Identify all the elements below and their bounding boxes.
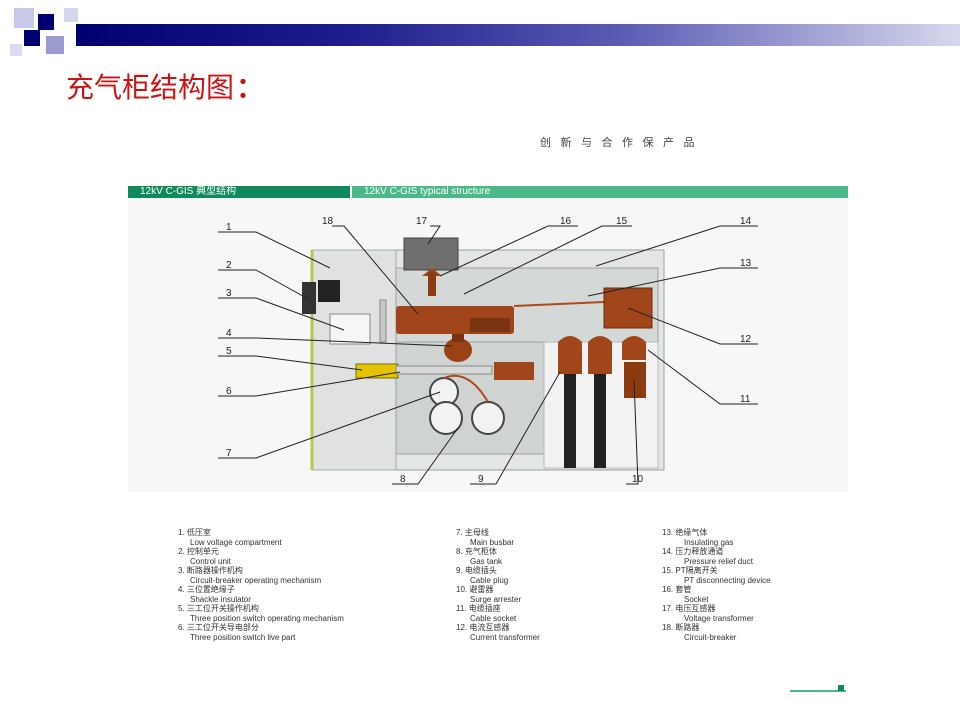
- header-square-pale-2: [10, 44, 22, 56]
- callout-15: 15: [616, 216, 628, 227]
- callout-10: 10: [632, 474, 644, 485]
- header-gradient-bar: [76, 24, 960, 46]
- callout-18: 18: [322, 216, 334, 227]
- header-square-dark-2: [24, 30, 40, 46]
- callout-1: 1: [226, 222, 232, 233]
- callout-17: 17: [416, 216, 428, 227]
- control-unit: [302, 282, 316, 314]
- insulator-cap: [452, 334, 464, 342]
- main-busbar-2: [429, 401, 463, 435]
- callout-numbers: 1 2 3 4 5 6 7 8 9 10 11 12 13 14 15 16 1…: [226, 216, 752, 485]
- header-square-pale: [64, 8, 78, 22]
- callout-3: 3: [226, 288, 232, 299]
- callout-7: 7: [226, 448, 232, 459]
- busbar-conductor: [443, 374, 489, 403]
- surge-arrester: [624, 362, 646, 398]
- shackle-insulator: [444, 338, 472, 362]
- busbar-link: [513, 301, 605, 307]
- callout-5: 5: [226, 346, 232, 357]
- header-square-dark: [38, 14, 54, 30]
- callout-16: 16: [560, 216, 572, 227]
- page-title: 充气柜结构图：: [66, 66, 264, 106]
- header-square-light: [14, 8, 34, 28]
- callout-9: 9: [478, 474, 484, 485]
- switch-live-part: [494, 362, 534, 380]
- callout-6: 6: [226, 386, 232, 397]
- gas-tank-lower: [395, 341, 545, 455]
- figure-slogan: 创 新 与 合 作 保 产 品: [540, 136, 698, 149]
- callout-8: 8: [400, 474, 406, 485]
- callout-11: 11: [740, 394, 751, 405]
- figure-band-right: 12kV C-GIS typical structure: [352, 186, 848, 198]
- voltage-transformer: [403, 237, 459, 271]
- cable-plugs: [558, 336, 646, 468]
- footer-mark-box: [838, 685, 844, 691]
- callout-4: 4: [226, 328, 232, 339]
- callout-lines: [218, 225, 758, 485]
- mechanism-rod: [379, 299, 387, 343]
- footer-mark-line: [790, 690, 846, 692]
- switch-shaft: [395, 365, 493, 375]
- callout-14: 14: [740, 216, 752, 227]
- breaker-mechanism: [329, 313, 371, 345]
- control-unit-panel: [318, 280, 340, 302]
- page-title-text: 充气柜结构图: [66, 71, 235, 104]
- footer-mark: [790, 685, 846, 692]
- header-square-mid: [46, 36, 64, 54]
- circuit-breaker-end: [470, 318, 510, 332]
- vt-connector: [428, 272, 436, 296]
- callout-13: 13: [740, 258, 752, 269]
- callout-12: 12: [740, 334, 752, 345]
- figure-band-left: 12kV C-GIS 典型结构: [128, 186, 350, 198]
- callout-2: 2: [226, 260, 232, 271]
- page-title-colon: ：: [236, 71, 265, 104]
